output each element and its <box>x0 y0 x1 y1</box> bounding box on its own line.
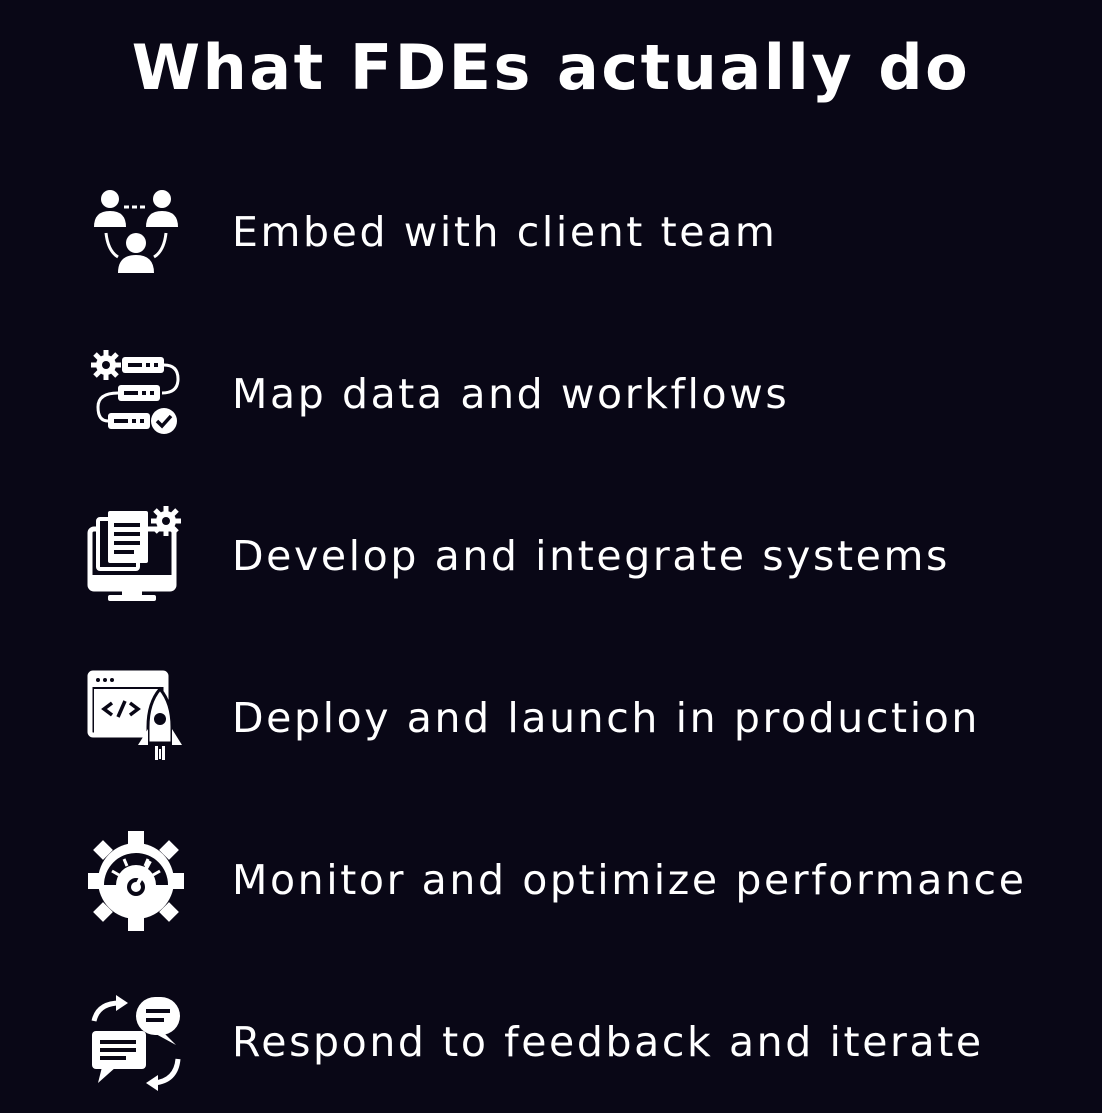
computer-gear-icon <box>84 501 194 611</box>
rocket-launch-icon <box>84 663 194 773</box>
list-item-map: Map data and workflows <box>84 339 1044 449</box>
workflow-icon <box>84 339 194 449</box>
feedback-chat-icon <box>84 987 194 1097</box>
list-item-monitor: Monitor and optimize performance <box>84 825 1044 935</box>
page-title: What FDEs actually do <box>131 31 971 104</box>
performance-gauge-icon <box>84 825 194 935</box>
item-label: Embed with client team <box>232 208 778 256</box>
list-item-embed: Embed with client team <box>84 177 1044 287</box>
item-label: Monitor and optimize performance <box>232 856 1027 904</box>
list-item-respond: Respond to feedback and iterate <box>84 987 1044 1097</box>
item-label: Map data and workflows <box>232 370 790 418</box>
list-item-develop: Develop and integrate systems <box>84 501 1044 611</box>
item-label: Deploy and launch in production <box>232 694 980 742</box>
list-item-deploy: Deploy and launch in production <box>84 663 1044 773</box>
item-label: Respond to feedback and iterate <box>232 1018 984 1066</box>
team-icon <box>84 177 194 287</box>
item-label: Develop and integrate systems <box>232 532 950 580</box>
